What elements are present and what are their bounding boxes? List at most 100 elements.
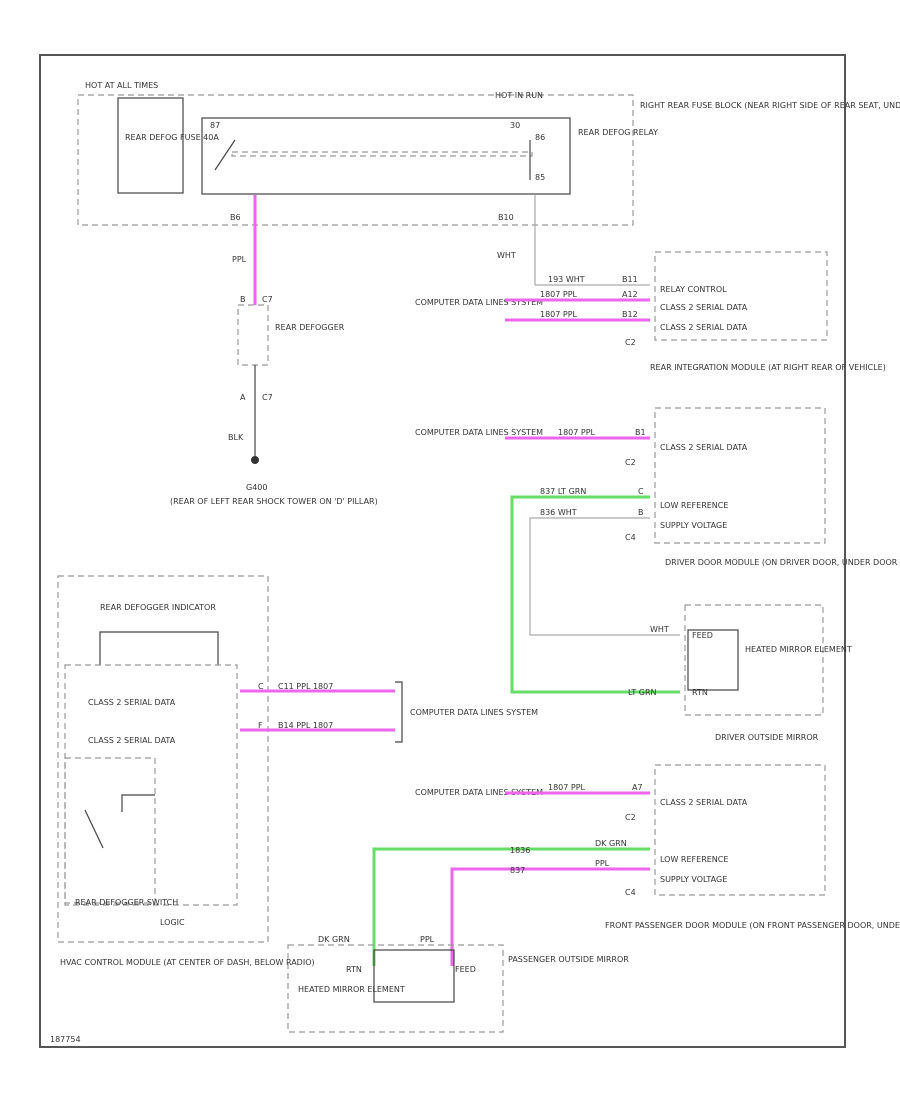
pdm-wire-2: 1836 bbox=[510, 846, 530, 855]
class2-f-label: CLASS 2 SERIAL DATA bbox=[660, 798, 748, 807]
wht-wire-label: WHT bbox=[497, 251, 516, 260]
ddm-green-wire bbox=[510, 495, 680, 694]
rim-t1: B11 bbox=[622, 275, 638, 284]
pdm-ppl-wire bbox=[450, 867, 650, 966]
hot-at-all-times-label: HOT AT ALL TIMES bbox=[85, 81, 158, 90]
passenger-outside-mirror: DK GRN PPL RTN FEED HEATED MIRROR ELEMEN… bbox=[287, 935, 629, 1033]
relay-control-label: RELAY CONTROL bbox=[660, 285, 727, 294]
ddm-t2: C bbox=[638, 487, 644, 496]
conn-c2-rim: C2 bbox=[625, 338, 636, 347]
pdm-green-wire bbox=[372, 847, 650, 966]
terminal-b6: B6 bbox=[230, 213, 241, 222]
computer-data-3: COMPUTER DATA LINES SYSTEM bbox=[410, 708, 538, 717]
conn-c7-bottom: C7 bbox=[262, 393, 273, 402]
hvac-label: HVAC CONTROL MODULE (AT CENTER OF DASH, … bbox=[60, 958, 315, 967]
computer-data-2: COMPUTER DATA LINES SYSTEM bbox=[415, 428, 543, 437]
rim-t3: B12 bbox=[622, 310, 638, 319]
pdm-wire-1: 1807 PPL bbox=[548, 783, 586, 792]
rear-defogger-element bbox=[237, 304, 269, 366]
computer-data-4: COMPUTER DATA LINES SYSTEM bbox=[415, 788, 543, 797]
relay-86: 86 bbox=[535, 133, 545, 142]
ddm-label: DRIVER DOOR MODULE (ON DRIVER DOOR, UNDE… bbox=[665, 558, 900, 567]
ddm-t3: B bbox=[638, 508, 644, 517]
driver-outside-mirror: WHT FEED RTN LT GRN HEATED MIRROR ELEMEN… bbox=[628, 604, 852, 742]
ddm-wht-wire bbox=[529, 517, 680, 636]
ground-g400-label: G400 bbox=[246, 483, 267, 492]
low-ref-2: LOW REFERENCE bbox=[660, 855, 728, 864]
logic-label: LOGIC bbox=[160, 918, 185, 927]
rim-wire-2: 1807 PPL bbox=[540, 290, 578, 299]
rear-defogger-switch-label: REAR DEFOGGER SWITCH bbox=[75, 898, 178, 907]
relay-85: 85 bbox=[535, 173, 545, 182]
ddm-t1: B1 bbox=[635, 428, 646, 437]
rear-defogger-indicator-label: REAR DEFOGGER INDICATOR bbox=[100, 603, 216, 612]
relay-coil-dashed bbox=[231, 151, 533, 157]
diagram-border bbox=[39, 54, 846, 1048]
rear-defog-fuse bbox=[117, 97, 184, 194]
hvac-control-module: REAR DEFOGGER INDICATOR CLASS 2 SERIAL D… bbox=[57, 575, 538, 967]
driver-door-module: COMPUTER DATA LINES SYSTEM 1807 PPL B1 C… bbox=[415, 407, 900, 694]
rim-t2: A12 bbox=[622, 290, 638, 299]
rear-integration-module: WHT COMPUTER DATA LINES SYSTEM 193 WHT 1… bbox=[415, 195, 886, 372]
ddm-wire-2: 837 LT GRN bbox=[540, 487, 586, 496]
right-rear-fuse-block: HOT AT ALL TIMES HOT IN RUN REAR DEFOG F… bbox=[77, 81, 900, 226]
relay-switch-arm bbox=[214, 139, 236, 171]
rear-defog-fuse-label: REAR DEFOG FUSE 40A bbox=[125, 133, 219, 142]
ddm-wire-1: 1807 PPL bbox=[558, 428, 596, 437]
class2-a-label: CLASS 2 SERIAL DATA bbox=[660, 303, 748, 312]
heated-mirror-1: HEATED MIRROR ELEMENT bbox=[745, 645, 852, 654]
rear-defog-relay bbox=[201, 117, 571, 195]
ddm-wire-3: 836 WHT bbox=[540, 508, 577, 517]
computer-data-1: COMPUTER DATA LINES SYSTEM bbox=[415, 298, 543, 307]
rim-wire-1: 193 WHT bbox=[548, 275, 585, 284]
feed-1: FEED bbox=[692, 631, 713, 640]
rim-label: REAR INTEGRATION MODULE (AT RIGHT REAR O… bbox=[650, 363, 886, 372]
conn-b: B bbox=[240, 295, 246, 304]
conn-c4-ddm: C4 bbox=[625, 533, 636, 542]
hvac-t1: C bbox=[258, 682, 264, 691]
pdm-wire-2b: DK GRN bbox=[595, 839, 627, 848]
figure-id: 187754 bbox=[50, 1035, 81, 1044]
passenger-mirror-label: PASSENGER OUTSIDE MIRROR bbox=[508, 955, 629, 964]
rear-defog-relay-label: REAR DEFOG RELAY bbox=[578, 128, 658, 137]
conn-c7-top: C7 bbox=[262, 295, 273, 304]
hvac-t2: F bbox=[258, 721, 263, 730]
low-ref-1: LOW REFERENCE bbox=[660, 501, 728, 510]
dkgrn-label: DK GRN bbox=[318, 935, 350, 944]
wht-label: WHT bbox=[650, 625, 669, 634]
class2-d-label: CLASS 2 SERIAL DATA bbox=[88, 698, 176, 707]
front-passenger-door-module: COMPUTER DATA LINES SYSTEM 1807 PPL A7 C… bbox=[372, 764, 900, 966]
ppl-label-2: PPL bbox=[420, 935, 435, 944]
conn-a: A bbox=[240, 393, 246, 402]
class2-b-label: CLASS 2 SERIAL DATA bbox=[660, 323, 748, 332]
rtn-1: RTN bbox=[692, 688, 708, 697]
hot-in-run-label: HOT IN RUN bbox=[495, 91, 543, 100]
ground-location-label: (REAR OF LEFT REAR SHOCK TOWER ON 'D' PI… bbox=[170, 497, 378, 506]
ppl-label-1: PPL bbox=[232, 255, 247, 264]
pdm-t1: A7 bbox=[632, 783, 643, 792]
driver-mirror-label: DRIVER OUTSIDE MIRROR bbox=[715, 733, 819, 742]
blk-label: BLK bbox=[228, 433, 244, 442]
relay-87: 87 bbox=[210, 121, 220, 130]
rear-defogger-circuit: PPL REAR DEFOGGER B C7 A C7 BLK G400 (RE… bbox=[170, 195, 378, 506]
relay-30: 30 bbox=[510, 121, 520, 130]
class2-c-label: CLASS 2 SERIAL DATA bbox=[660, 443, 748, 452]
fuse-block-label: RIGHT REAR FUSE BLOCK (NEAR RIGHT SIDE O… bbox=[640, 101, 900, 110]
pdm-wire-3: 837 bbox=[510, 866, 525, 875]
conn-c2-pdm: C2 bbox=[625, 813, 636, 822]
conn-c2-ddm: C2 bbox=[625, 458, 636, 467]
terminal-b10: B10 bbox=[498, 213, 514, 222]
feed-2: FEED bbox=[455, 965, 476, 974]
class2-e-label: CLASS 2 SERIAL DATA bbox=[88, 736, 176, 745]
pdm-wire-3b: PPL bbox=[595, 859, 610, 868]
pdm-label: FRONT PASSENGER DOOR MODULE (ON FRONT PA… bbox=[605, 921, 900, 930]
hvac-wire-2: B14 PPL 1807 bbox=[278, 721, 333, 730]
heated-mirror-2: HEATED MIRROR ELEMENT bbox=[298, 985, 405, 994]
conn-c4-pdm: C4 bbox=[625, 888, 636, 897]
ground-g400 bbox=[251, 456, 259, 464]
supply-v-1: SUPPLY VOLTAGE bbox=[660, 521, 727, 530]
ltgrn-label: LT GRN bbox=[628, 688, 657, 697]
supply-v-2: SUPPLY VOLTAGE bbox=[660, 875, 727, 884]
rtn-2: RTN bbox=[346, 965, 362, 974]
